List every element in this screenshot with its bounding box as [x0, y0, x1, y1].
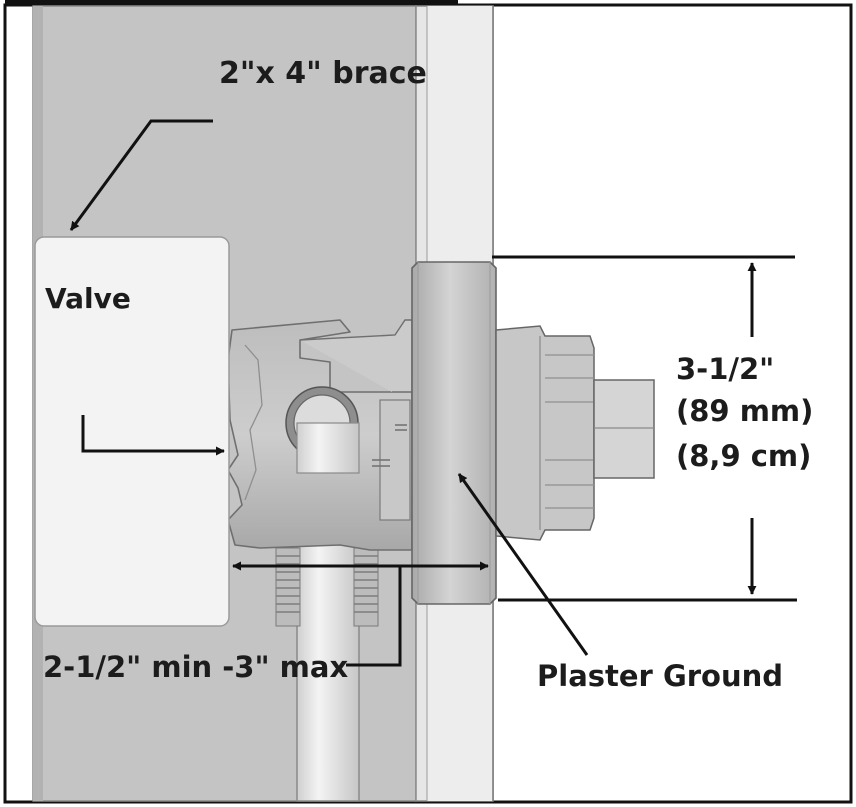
valve-collar-detail: [372, 424, 407, 467]
valve-top-lug: [299, 319, 413, 393]
plaster-ground-leader-arrow: [457, 473, 589, 656]
threaded-inlet-right: [353, 547, 379, 627]
bonnet-ribs: [539, 336, 594, 530]
valve-label: Valve: [45, 282, 131, 315]
height-imperial-label: 3-1/2": [676, 352, 774, 386]
plaster-ground: [411, 261, 497, 605]
top-border-bar: [5, 0, 458, 6]
valve-label-box: [34, 236, 230, 627]
plaster-ground-edges: [417, 262, 491, 604]
cartridge-stem: [593, 379, 655, 479]
valve-body-contour: [244, 344, 263, 501]
height-cm-label: (8,9 cm): [676, 439, 811, 473]
pipe-elbow-stub: [296, 422, 360, 474]
brace-label: 2"x 4" brace: [219, 56, 427, 91]
valve-leader-arrow: [81, 415, 225, 456]
plaster-ground-label: Plaster Ground: [537, 659, 783, 693]
cartridge-bonnet: [495, 325, 595, 541]
height-mm-label: (89 mm): [676, 394, 813, 428]
threaded-inlet-left: [275, 547, 301, 627]
depth-label: 2-1/2" min -3" max: [43, 650, 348, 684]
brace-leader-arrow: [69, 119, 213, 231]
depth-leader: [346, 566, 402, 667]
